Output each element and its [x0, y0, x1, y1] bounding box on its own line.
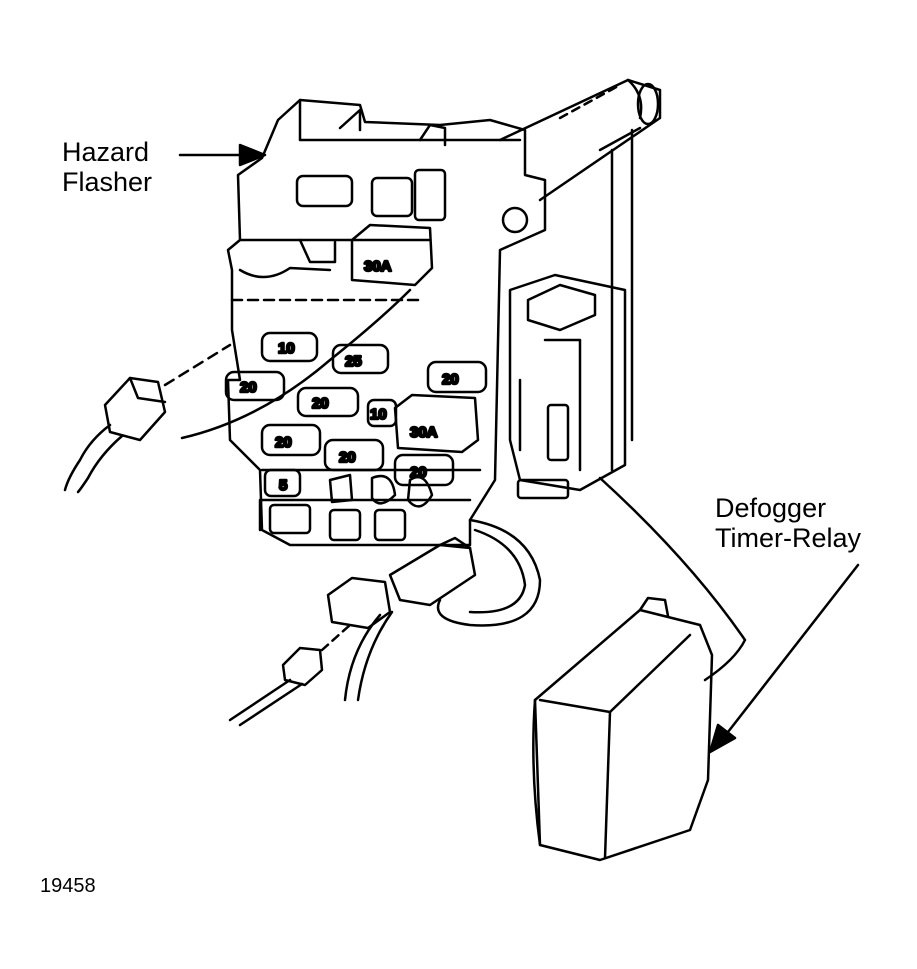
fuse-rating: 20 [240, 379, 257, 396]
hazard-flasher-label-line2: Flasher [62, 167, 153, 197]
fuse-rating: 20 [275, 434, 292, 451]
fuse-rating: 20 [312, 395, 329, 412]
fuse: 5 [263, 468, 302, 498]
left-connector [63, 288, 412, 494]
fuse-block-body [226, 98, 547, 547]
fuse-rating: 30A [364, 258, 392, 275]
fuse: 20 [296, 386, 360, 418]
fuse: 20 [393, 453, 455, 487]
hazard-flasher-arrow [178, 143, 267, 167]
fuse: 25 [331, 343, 390, 375]
fuse: 30A [393, 393, 480, 454]
defogger-relay-label-line1: Defogger [715, 493, 827, 523]
defogger-relay-label: Defogger Timer-Relay [715, 493, 861, 553]
lower-connector [228, 518, 542, 727]
fuse-rating: 5 [279, 477, 287, 494]
fuse: 20 [426, 360, 488, 394]
fuse-rating: 20 [410, 464, 427, 481]
figure-number: 19458 [40, 875, 96, 897]
defogger-relay-label-line2: Timer-Relay [715, 523, 862, 553]
hazard-flasher-label: Hazard Flasher [62, 137, 152, 197]
fuse: 10 [260, 331, 319, 363]
fuse: 20 [224, 370, 286, 402]
relay-wire [598, 476, 747, 682]
defogger-relay-arrow [708, 563, 860, 754]
relay-bracket [508, 273, 627, 500]
steering-column [498, 78, 662, 472]
fuse: 10 [366, 398, 398, 428]
fuse: 20 [323, 438, 385, 472]
fuse-rating: 30A [410, 424, 438, 441]
fuse: 20 [260, 423, 322, 457]
fuse-set: 30A 10 25 20 20 20 [224, 223, 488, 498]
fuse-rating: 20 [339, 449, 356, 466]
fuse-rating: 20 [442, 371, 459, 388]
hazard-flasher-label-line1: Hazard [62, 137, 150, 167]
defogger-relay [532, 596, 714, 862]
fuse: 30A [350, 223, 434, 287]
fuse-rating: 10 [278, 340, 295, 357]
fuse-rating: 10 [370, 406, 387, 423]
fuse-rating: 25 [345, 353, 362, 370]
